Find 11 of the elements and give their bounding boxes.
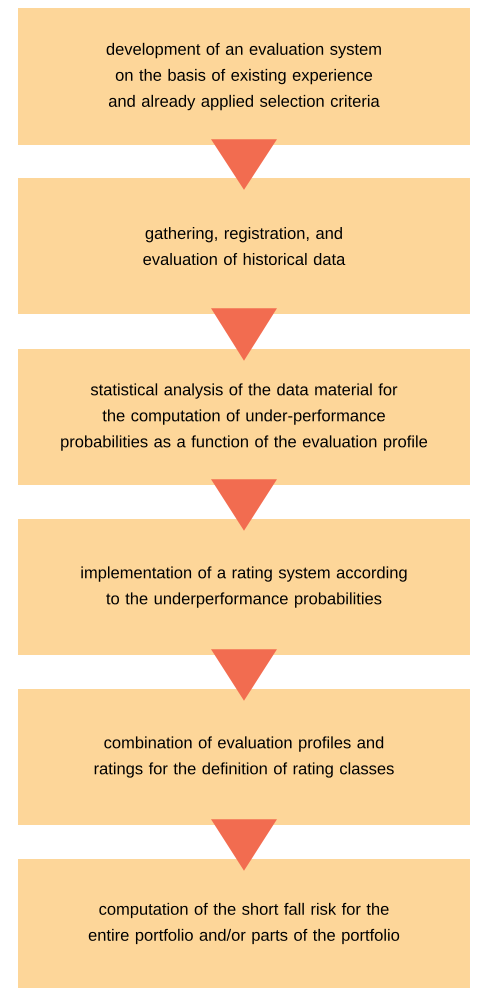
arrow: [211, 479, 277, 531]
process-box: computation of the short fall risk for the entire portfolio and/or parts of the portfolio: [18, 859, 470, 988]
process-box: combination of evaluation profiles and ratings for the definition of rating classes: [18, 689, 470, 825]
arrow: [211, 308, 277, 361]
process-box: implementation of a rating system according to the underperformance probabilities: [18, 519, 470, 655]
process-box: development of an evaluation system on the basis of existing experience and already applied selection criteria: [18, 8, 470, 146]
arrow: [211, 139, 277, 190]
process-box: statistical analysis of the data material for the computation of under-performance probabilities as a function of the evaluation profile: [18, 349, 470, 485]
arrow: [211, 649, 277, 701]
arrow: [211, 819, 277, 871]
process-box: gathering, registration, and evaluation of historical data: [18, 178, 470, 314]
